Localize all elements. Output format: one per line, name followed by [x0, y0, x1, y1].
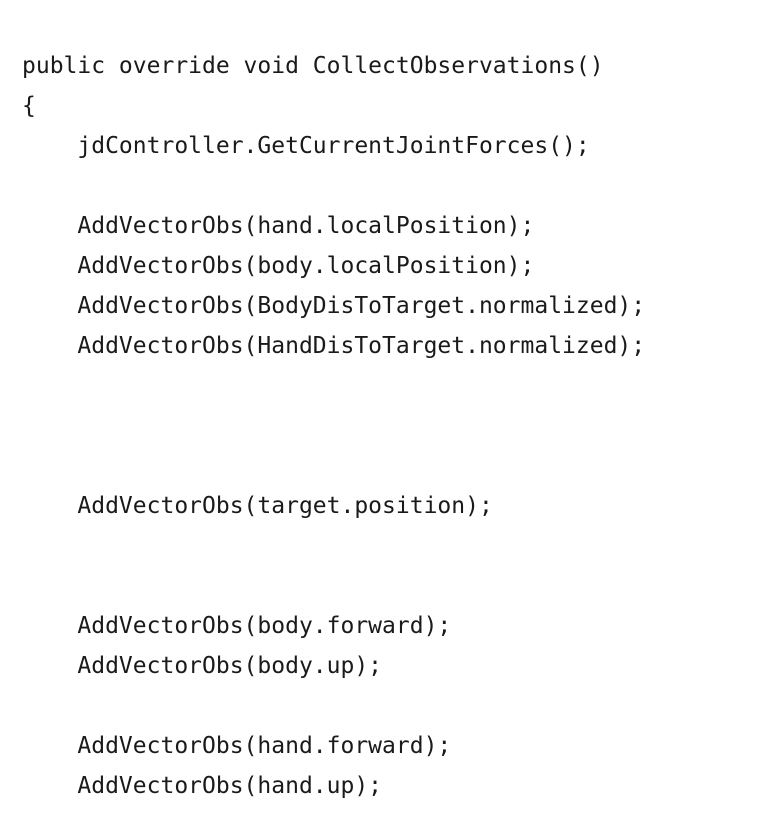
code-view: public override void CollectObservations…: [22, 46, 752, 806]
code-line: AddVectorObs(body.up);: [22, 653, 383, 679]
code-line: AddVectorObs(hand.up);: [22, 773, 383, 799]
code-line: {: [22, 93, 36, 119]
code-line: AddVectorObs(hand.forward);: [22, 733, 452, 759]
code-line: [22, 686, 752, 726]
code-line: public override void CollectObservations…: [22, 53, 604, 79]
code-line: [22, 566, 752, 606]
code-line: jdController.GetCurrentJointForces();: [22, 133, 590, 159]
code-line: AddVectorObs(target.position);: [22, 493, 493, 519]
code-line: [22, 166, 752, 206]
code-line: AddVectorObs(BodyDisToTarget.normalized)…: [22, 293, 646, 319]
code-line: AddVectorObs(HandDisToTarget.normalized)…: [22, 333, 646, 359]
code-line: [22, 366, 752, 406]
code-line: [22, 526, 752, 566]
code-line: AddVectorObs(body.localPosition);: [22, 253, 535, 279]
code-line: AddVectorObs(body.forward);: [22, 613, 452, 639]
code-line: [22, 446, 752, 486]
code-line: AddVectorObs(hand.localPosition);: [22, 213, 535, 239]
code-line: [22, 406, 752, 446]
